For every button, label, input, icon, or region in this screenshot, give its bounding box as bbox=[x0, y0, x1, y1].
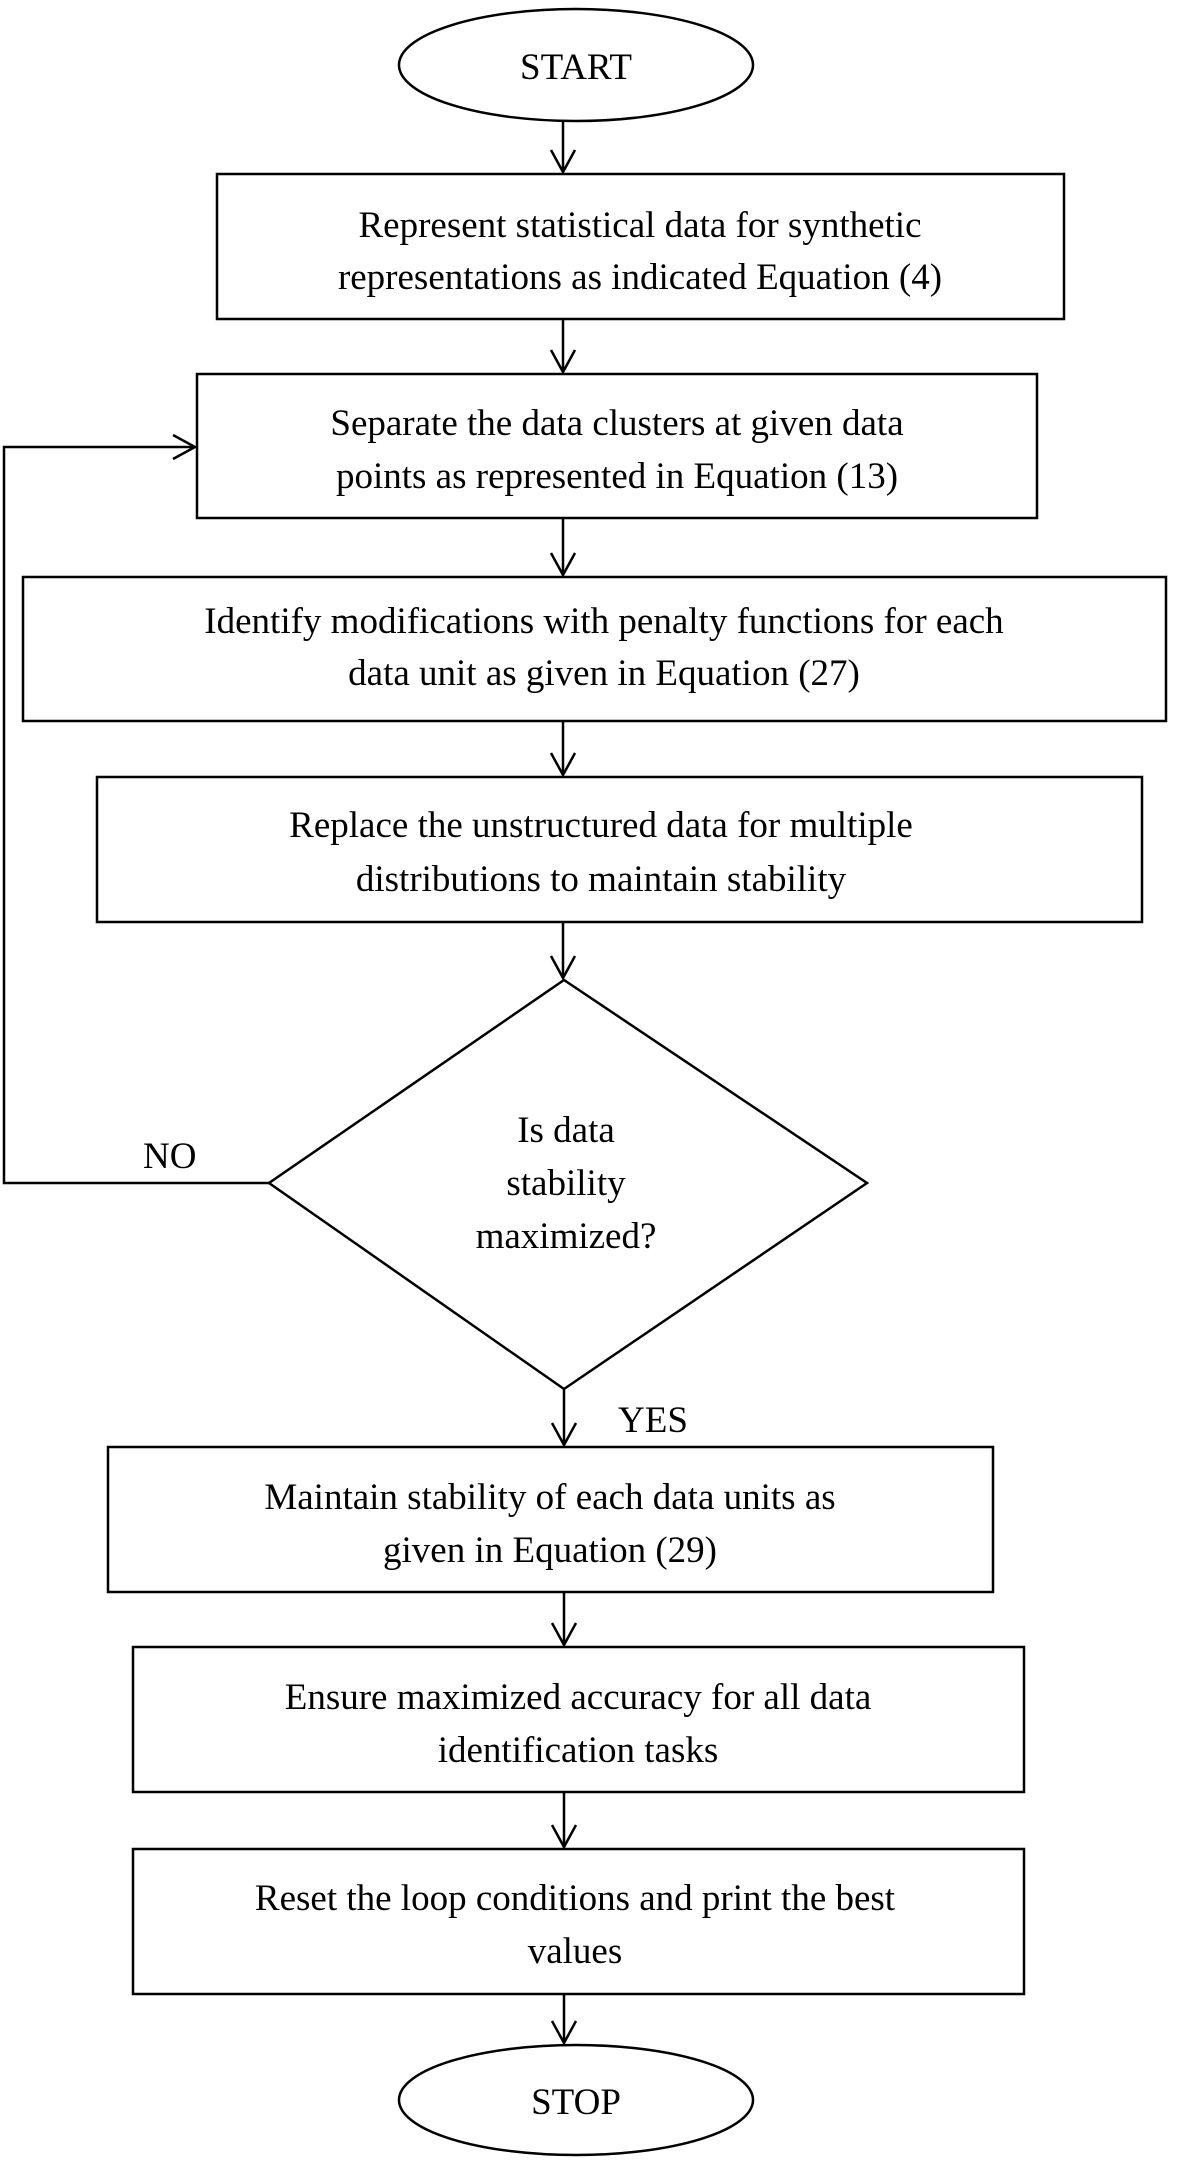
edge-step5-to-step6 bbox=[550, 1592, 578, 1648]
step1-line-1: Represent statistical data for synthetic bbox=[358, 205, 921, 246]
step3-box bbox=[21, 575, 1168, 723]
edge-step2-to-step3 bbox=[549, 518, 577, 578]
edge-step6-to-step7 bbox=[550, 1792, 578, 1850]
step6-node: Ensure maximized accuracy for all data i… bbox=[131, 1645, 1026, 1794]
arrowhead-icon bbox=[549, 552, 577, 578]
step2-box bbox=[195, 372, 1039, 520]
edge-decision-to-step5 bbox=[550, 1389, 578, 1448]
step2-line-1: Separate the data clusters at given data bbox=[330, 403, 903, 444]
edge-step7-to-stop bbox=[550, 1994, 578, 2046]
edge-start-to-step1 bbox=[549, 121, 577, 175]
step5-line-1: Maintain stability of each data units as bbox=[264, 1477, 835, 1518]
step3-node: Identify modifications with penalty func… bbox=[21, 575, 1168, 723]
arrowhead-icon bbox=[550, 1622, 578, 1648]
edge-line bbox=[2, 445, 269, 1185]
stop-label: STOP bbox=[531, 2082, 621, 2123]
no-branch-label: NO bbox=[143, 1136, 196, 1177]
step4-line-2: distributions to maintain stability bbox=[356, 859, 847, 900]
arrowhead-icon bbox=[550, 1824, 578, 1850]
edge-step3-to-step4 bbox=[549, 721, 577, 778]
start-terminal-shape bbox=[397, 7, 755, 123]
decision-node: Is data stability maximized? bbox=[266, 978, 870, 1391]
step2-line-2: points as represented in Equation (13) bbox=[336, 456, 898, 497]
decision-line-3: maximized? bbox=[476, 1216, 657, 1257]
step7-box bbox=[131, 1847, 1026, 1996]
arrowhead-icon bbox=[550, 1422, 578, 1448]
step5-node: Maintain stability of each data units as… bbox=[106, 1445, 995, 1594]
step3-line-1: Identify modifications with penalty func… bbox=[204, 601, 1004, 642]
step1-line-2: representations as indicated Equation (4… bbox=[338, 257, 942, 298]
step5-line-2: given in Equation (29) bbox=[383, 1530, 717, 1571]
step3-line-2: data unit as given in Equation (27) bbox=[348, 653, 860, 694]
step6-box bbox=[131, 1645, 1026, 1794]
arrowhead-icon bbox=[172, 433, 198, 461]
step2-node: Separate the data clusters at given data… bbox=[195, 372, 1039, 520]
step4-node: Replace the unstructured data for multip… bbox=[95, 775, 1144, 924]
start-node: START bbox=[397, 7, 755, 123]
edge-decision-no-loop bbox=[2, 433, 269, 1185]
step6-line-2: identification tasks bbox=[438, 1730, 719, 1771]
step7-line-2: values bbox=[528, 1931, 623, 1972]
stop-node: STOP bbox=[397, 2043, 755, 2157]
step4-line-1: Replace the unstructured data for multip… bbox=[289, 805, 913, 846]
arrowhead-icon bbox=[549, 149, 577, 175]
step1-box bbox=[215, 172, 1066, 321]
decision-line-2: stability bbox=[506, 1163, 626, 1204]
step5-box bbox=[106, 1445, 995, 1594]
arrowhead-icon bbox=[549, 955, 577, 981]
step1-node: Represent statistical data for synthetic… bbox=[215, 172, 1066, 321]
edge-step4-to-decision bbox=[549, 922, 577, 981]
step4-box bbox=[95, 775, 1144, 924]
arrowhead-icon bbox=[550, 2020, 578, 2046]
edge-step1-to-step2 bbox=[549, 319, 577, 375]
step7-line-1: Reset the loop conditions and print the … bbox=[255, 1878, 896, 1919]
step6-line-1: Ensure maximized accuracy for all data bbox=[285, 1677, 872, 1718]
arrowhead-icon bbox=[549, 349, 577, 375]
decision-line-1: Is data bbox=[517, 1110, 615, 1151]
stop-terminal-shape bbox=[397, 2043, 755, 2157]
step7-node: Reset the loop conditions and print the … bbox=[131, 1847, 1026, 1996]
arrowhead-icon bbox=[549, 752, 577, 778]
yes-branch-label: YES bbox=[618, 1400, 688, 1441]
start-label: START bbox=[520, 47, 632, 88]
